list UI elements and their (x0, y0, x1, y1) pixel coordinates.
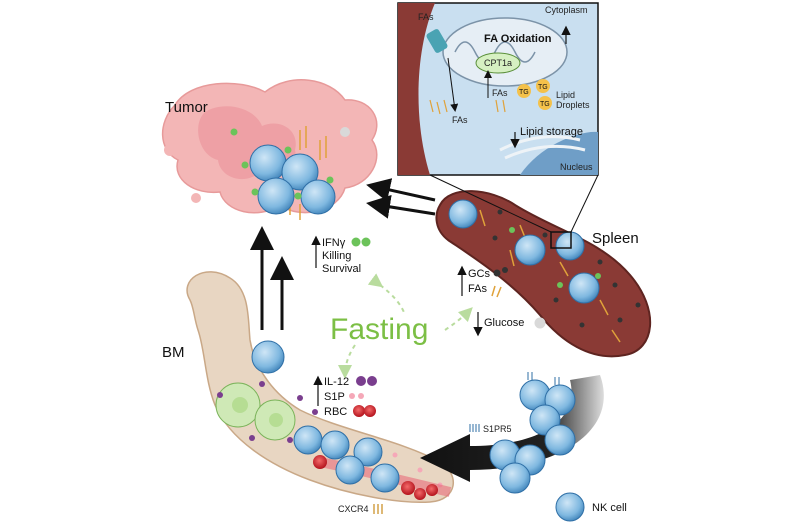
inset-connectors (429, 174, 599, 233)
tumor-mass (161, 79, 378, 220)
lipid-label: Lipid (556, 90, 575, 100)
nucleus-label: Nucleus (560, 162, 593, 172)
tumor-effects: IFNγ Killing Survival (311, 235, 371, 275)
spleen-effects: GCs FAs Glucose (457, 265, 546, 337)
tumor-label: Tumor (165, 99, 208, 116)
glucose-label: Glucose (484, 317, 524, 329)
fasting-label: Fasting (330, 313, 428, 346)
nk-cell-legend-icon (555, 492, 585, 522)
migrating-nk-cell (251, 340, 285, 374)
bm-label: BM (162, 344, 185, 361)
lipid-storage-label: Lipid storage (520, 126, 583, 138)
fas-left-label: FAs (452, 115, 468, 125)
fas-mid-label: FAs (492, 88, 508, 98)
spleen-to-bm-arrow (420, 375, 604, 482)
bm-to-tumor-arrows (250, 226, 294, 330)
cell-inset: Cytoplasm FAs FA Oxidation CPT1a FAs FAs… (397, 2, 599, 176)
spleen-organ (435, 190, 652, 358)
bm-effects: IL-12 S1P RBC (313, 375, 377, 418)
nk-cell-legend-label: NK cell (592, 502, 627, 514)
fas-label: FAs (468, 283, 487, 295)
tg-label-1: TG (519, 89, 529, 96)
s1pr5-label: S1PR5 (483, 424, 512, 434)
ifng-label: IFNγ (322, 237, 346, 249)
tg-label-3: TG (540, 101, 550, 108)
cpt1a-label: CPT1a (484, 58, 512, 68)
s1pr5-receptor-icon (469, 424, 480, 432)
fa-oxidation-label: FA Oxidation (484, 33, 552, 45)
cytoplasm-label: Cytoplasm (545, 5, 588, 15)
fas-channel-label: FAs (418, 12, 434, 22)
gcs-label: GCs (468, 268, 491, 280)
bone-marrow (186, 271, 455, 504)
droplets-label: Droplets (556, 100, 590, 110)
rbc-label: RBC (324, 406, 347, 418)
spleen-to-tumor-arrows (366, 178, 436, 219)
s1p-label: S1P (324, 391, 345, 403)
tg-label-2: TG (538, 84, 548, 91)
survival-label: Survival (322, 263, 361, 275)
cxcr4-label: CXCR4 (338, 504, 369, 514)
killing-label: Killing (322, 250, 351, 262)
trafficking-nk-cells (489, 372, 576, 494)
fasting-center: Fasting (330, 273, 473, 379)
cxcr4-receptor-icon (373, 504, 383, 514)
spleen-label: Spleen (592, 230, 639, 247)
il12-label: IL-12 (324, 376, 349, 388)
